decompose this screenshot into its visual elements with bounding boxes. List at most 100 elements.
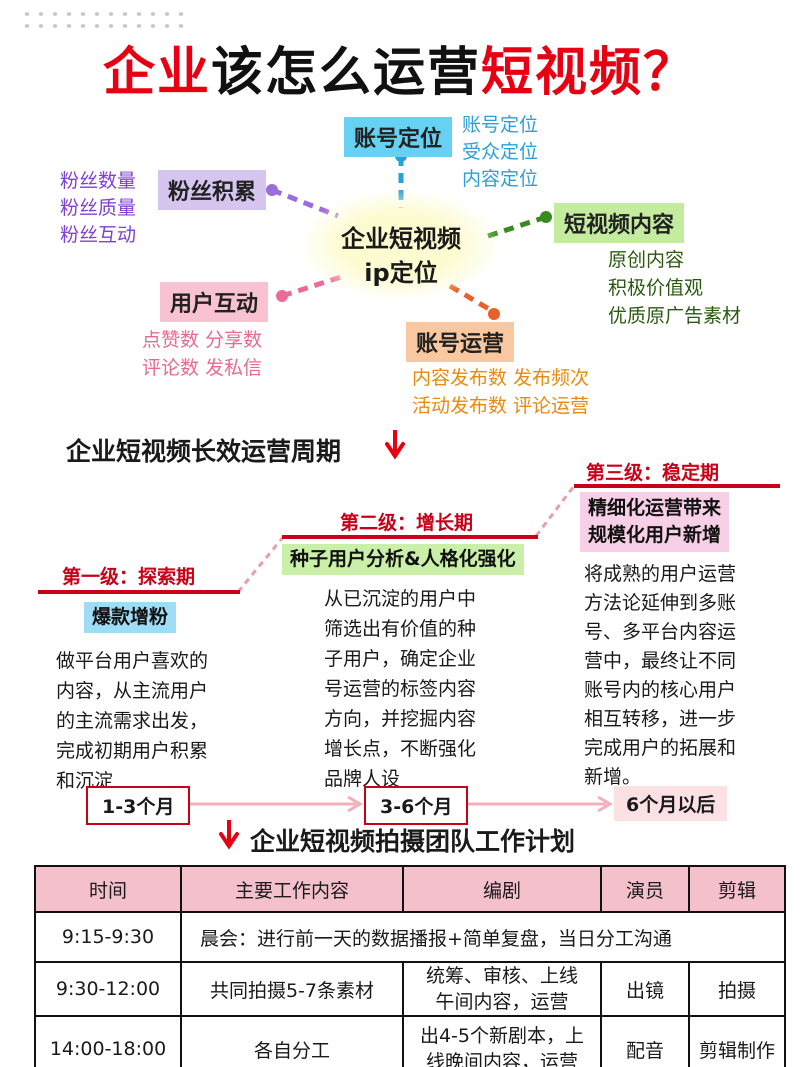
cell-writer: 统筹、审核、上线 午间内容，运营 — [402, 961, 602, 1017]
cell-editor: 拍摄 — [688, 961, 786, 1017]
stage-3-line-text: 方法论延伸到多账 — [584, 592, 737, 614]
video-content-item: 积极价值观 — [608, 277, 704, 299]
page-title: 企业该怎么运营短视频？ — [0, 30, 800, 105]
node-account-ops: 账号运营 — [406, 322, 515, 362]
stage-3-line-text: 将成熟的用户运营 — [584, 563, 737, 585]
cell-writer-line: 午间内容，运营 — [435, 991, 569, 1013]
stage-3-description: 将成熟的用户运营 方法论延伸到多账 号、多平台内容运 营中，最终让不同 账号内的… — [584, 560, 736, 792]
stage-2-line-text: 品牌人设 — [324, 768, 401, 790]
center-node: 企业短视频 ip定位 — [316, 222, 486, 290]
account-ops-item: 活动发布数 评论运营 — [412, 395, 590, 417]
cell-merged: 晨会：进行前一天的数据播报+简单复盘，当日分工沟通 — [180, 911, 786, 963]
table-row: 14:00-18:00 各自分工 出4-5个新剧本，上 线晚间内容，运营 配音 … — [34, 1015, 786, 1067]
stage-3-line — [574, 484, 780, 488]
cell-content: 共同拍摄5-7条素材 — [180, 961, 404, 1017]
header-writer: 编剧 — [402, 865, 602, 913]
center-glow — [300, 190, 500, 300]
stage-2-line — [282, 535, 538, 539]
cell-editor: 剪辑制作 — [688, 1015, 786, 1067]
cell-actor: 配音 — [600, 1015, 690, 1067]
table-row: 9:30-12:00 共同拍摄5-7条素材 统筹、审核、上线 午间内容，运营 出… — [34, 961, 786, 1017]
fan-growth-item: 粉丝数量 — [60, 170, 137, 192]
node-fan-growth: 粉丝积累 — [158, 170, 267, 210]
cell-writer: 出4-5个新剧本，上 线晚间内容，运营 — [402, 1015, 602, 1067]
stage-3-label: 第三级：稳定期 — [586, 462, 720, 484]
dot-fan-growth — [266, 184, 278, 196]
title-part-1: 企业 — [102, 43, 211, 103]
stage-3-line-text: 完成用户的拓展和 — [584, 737, 737, 759]
video-content-item: 原创内容 — [608, 249, 685, 271]
title-part-3: 短视频？ — [481, 43, 698, 103]
center-line-2: ip定位 — [364, 259, 438, 287]
stage-1-line-text: 内容，从主流用户 — [56, 680, 209, 702]
user-interaction-items: 点赞数 分享数 评论数 发私信 — [142, 326, 262, 382]
stage-3-highlight-line: 规模化用户新增 — [588, 524, 722, 546]
dot-user-interaction — [276, 290, 288, 302]
stage-2-description: 从已沉淀的用户中 筛选出有价值的种 子用户，确定企业 号运营的标签内容 方向，并… — [324, 584, 476, 794]
stage-2-line-text: 方向，并挖掘内容 — [324, 708, 477, 730]
stage-1-description: 做平台用户喜欢的 内容，从主流用户 的主流需求出发， 完成初期用户积累 和沉淀 — [56, 646, 208, 796]
fan-growth-items: 粉丝数量 粉丝质量 粉丝互动 — [60, 168, 136, 249]
stage-2-line-text: 增长点，不断强化 — [324, 738, 477, 760]
video-content-items: 原创内容 积极价值观 优质原广告素材 — [608, 246, 741, 330]
account-position-item: 受众定位 — [462, 141, 539, 163]
stage-1-line — [38, 590, 240, 594]
stage-1-label: 第一级：探索期 — [62, 566, 196, 588]
stage-3-line-text: 新增。 — [584, 766, 642, 788]
header-actor: 演员 — [600, 865, 690, 913]
stage-2-line-text: 筛选出有价值的种 — [324, 618, 477, 640]
fan-growth-item: 粉丝质量 — [60, 197, 137, 219]
title-part-2: 该怎么运营 — [210, 43, 481, 103]
timeline-arrows — [184, 795, 613, 813]
stage-2-line-text: 号运营的标签内容 — [324, 678, 477, 700]
account-position-items: 账号定位 受众定位 内容定位 — [462, 112, 538, 193]
decorative-dots — [20, 8, 190, 36]
stage-1-highlight: 爆款增粉 — [84, 602, 177, 633]
stage-2-highlight: 种子用户分析&人格化强化 — [282, 544, 524, 575]
cell-writer-line: 出4-5个新剧本，上 — [419, 1025, 585, 1047]
work-plan-table: 时间 主要工作内容 编剧 演员 剪辑 9:15-9:30 晨会：进行前一天的数据… — [34, 865, 786, 1067]
video-content-item: 优质原广告素材 — [608, 305, 742, 327]
arrow-down-icon — [219, 820, 239, 850]
header-time: 时间 — [34, 865, 182, 913]
stage-3-highlight-line: 精细化运营带来 — [588, 497, 722, 519]
stage-2-line-text: 子用户，确定企业 — [324, 648, 477, 670]
account-position-item: 内容定位 — [462, 168, 539, 190]
connector-account-ops — [448, 283, 496, 315]
node-video-content: 短视频内容 — [554, 203, 685, 243]
table-header-row: 时间 主要工作内容 编剧 演员 剪辑 — [34, 865, 786, 913]
cell-actor: 出镜 — [600, 961, 690, 1017]
cell-time: 9:30-12:00 — [34, 961, 182, 1017]
account-ops-item: 内容发布数 发布频次 — [412, 367, 590, 389]
node-user-interaction: 用户互动 — [160, 282, 269, 322]
dot-account-ops — [488, 308, 500, 320]
stage-1-line-text: 完成初期用户积累 — [56, 740, 209, 762]
stage-3-line-text: 营中，最终让不同 — [584, 650, 737, 672]
cell-time: 14:00-18:00 — [34, 1015, 182, 1067]
stage-1-line-text: 的主流需求出发， — [56, 710, 209, 732]
plan-title: 企业短视频拍摄团队工作计划 — [250, 827, 576, 856]
arrow-down-icon — [385, 430, 405, 460]
cycle-title: 企业短视频长效运营周期 — [66, 437, 342, 466]
period-3: 6个月以后 — [614, 786, 728, 821]
dot-video-content — [540, 211, 552, 223]
node-account-position: 账号定位 — [344, 117, 453, 157]
period-1: 1-3个月 — [86, 786, 191, 825]
user-interaction-item: 点赞数 分享数 — [142, 329, 263, 351]
cell-content: 各自分工 — [180, 1015, 404, 1067]
stage-step-lines — [236, 485, 576, 593]
cell-writer-line: 线晚间内容，运营 — [425, 1051, 578, 1067]
stage-3-line-text: 相互转移，进一步 — [584, 708, 737, 730]
stage-2-label: 第二级：增长期 — [340, 512, 474, 534]
cell-time: 9:15-9:30 — [34, 911, 182, 963]
header-editor: 剪辑 — [688, 865, 786, 913]
table-row: 9:15-9:30 晨会：进行前一天的数据播报+简单复盘，当日分工沟通 — [34, 911, 786, 963]
user-interaction-item: 评论数 发私信 — [142, 357, 263, 379]
stage-2-line-text: 从已沉淀的用户中 — [324, 588, 477, 610]
fan-growth-item: 粉丝互动 — [60, 224, 137, 246]
header-content: 主要工作内容 — [180, 865, 404, 913]
stage-3-highlight: 精细化运营带来 规模化用户新增 — [580, 492, 730, 552]
center-line-1: 企业短视频 — [341, 225, 461, 253]
period-2: 3-6个月 — [364, 786, 469, 825]
cell-writer-line: 统筹、审核、上线 — [425, 965, 578, 987]
